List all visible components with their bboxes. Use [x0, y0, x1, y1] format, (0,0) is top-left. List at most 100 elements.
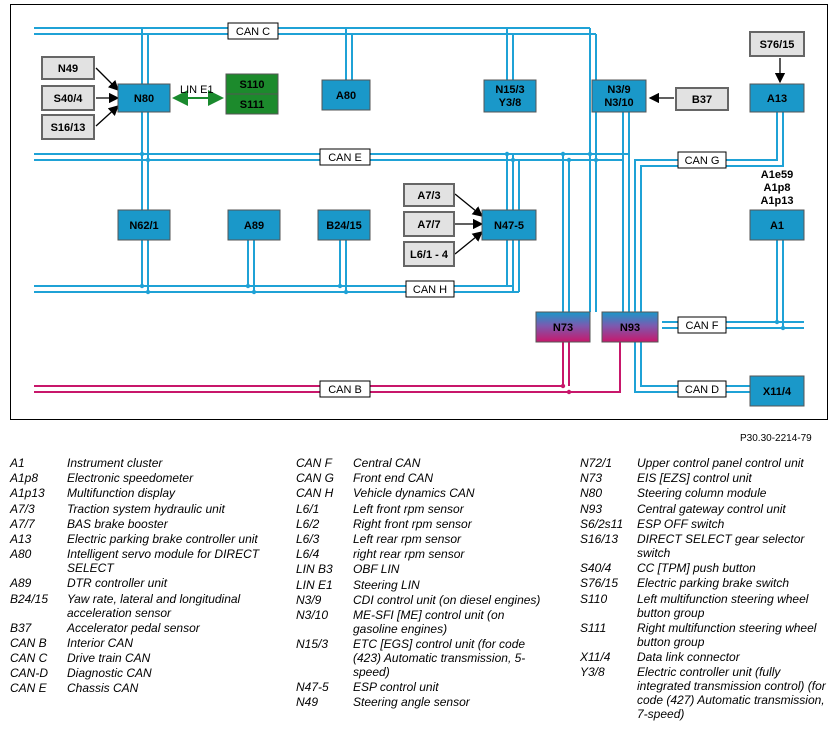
can-b-dots	[560, 383, 572, 395]
svg-text:S40/4: S40/4	[54, 93, 84, 105]
legend-description: Central gateway control unit	[637, 501, 786, 516]
node-b24-15: B24/15	[317, 209, 371, 241]
svg-text:CAN F: CAN F	[686, 320, 719, 332]
legend-description: Steering column module	[637, 486, 767, 501]
legend-code: S110	[580, 591, 608, 606]
legend-code: S16/13	[580, 531, 619, 546]
legend-row: CAN H Vehicle dynamics CAN	[296, 486, 543, 500]
svg-text:A89: A89	[244, 220, 264, 232]
legend-description: DTR controller unit	[67, 576, 168, 591]
legend-code: S111	[580, 620, 607, 635]
legend-description: Steering angle sensor	[353, 695, 470, 710]
legend-code: A1	[10, 456, 25, 470]
legend-row: A89 DTR controller unit	[10, 576, 277, 590]
reference-code: P30.30-2214-79	[740, 433, 812, 444]
a1-subcomponents: A1e59 A1p8 A1p13	[760, 169, 793, 207]
legend-row: S111 Right multifunction steering wheel b…	[580, 621, 829, 649]
svg-text:A1p8: A1p8	[764, 182, 791, 194]
legend-description: Right multifunction steering wheel butto…	[637, 620, 817, 649]
svg-text:N49: N49	[58, 63, 78, 75]
can-g-tag: CAN G	[677, 151, 727, 169]
legend-description: Steering LIN	[353, 577, 420, 592]
svg-text:N80: N80	[134, 93, 154, 105]
lin-e1-label: LIN E1	[180, 84, 214, 96]
node-x11-4: X11/4	[749, 375, 805, 407]
legend-code: N15/3	[296, 637, 329, 652]
legend-row: A13 Electric parking brake controller uni…	[10, 532, 277, 546]
node-n93: N93	[601, 311, 659, 343]
node-s76-15: S76/15	[749, 31, 805, 57]
legend-description: Front end CAN	[353, 471, 434, 486]
svg-text:A13: A13	[767, 93, 787, 105]
legend-row: L6/4 right rear rpm sensor	[296, 547, 543, 561]
legend-code: A13	[10, 531, 32, 546]
legend-description: Intelligent servo module for DIRECT SELE…	[67, 547, 260, 576]
legend-description: Electric parking brake controller unit	[67, 531, 258, 546]
legend-description: BAS brake booster	[67, 516, 168, 531]
svg-text:A1p13: A1p13	[760, 195, 793, 207]
svg-text:S111: S111	[240, 99, 264, 111]
legend-description: Left rear rpm sensor	[353, 531, 462, 546]
svg-text:N73: N73	[553, 322, 573, 334]
legend-code: L6/2	[296, 516, 320, 531]
svg-text:A80: A80	[336, 90, 356, 102]
svg-text:L6/1 - 4: L6/1 - 4	[410, 249, 449, 261]
legend-description: Vehicle dynamics CAN	[353, 486, 475, 501]
legend-description: Diagnostic CAN	[67, 666, 152, 681]
legend-code: S40/4	[580, 561, 612, 576]
svg-text:Y3/8: Y3/8	[499, 97, 522, 109]
legend-code: N73	[580, 471, 603, 486]
sensor-arrows	[95, 58, 786, 255]
legend-description: Drive train CAN	[67, 651, 151, 666]
node-n49: N49	[41, 56, 95, 80]
legend-description: ESP OFF switch	[637, 516, 725, 531]
legend-code: X11/4	[580, 649, 611, 664]
legend-code: N3/9	[296, 592, 322, 607]
can-d-tag: CAN D	[677, 380, 727, 398]
svg-text:CAN H: CAN H	[413, 284, 447, 296]
legend-code: CAN H	[296, 486, 334, 501]
svg-text:CAN B: CAN B	[328, 384, 362, 396]
legend-description: Yaw rate, lateral and longitudinal accel…	[67, 591, 241, 620]
legend-row: S6/2s11 ESP OFF switch	[580, 517, 829, 531]
legend-description: Chassis CAN	[67, 681, 139, 696]
svg-text:N47-5: N47-5	[494, 220, 524, 232]
node-n47-5: N47-5	[481, 209, 537, 241]
svg-text:N93: N93	[620, 322, 640, 334]
svg-text:X11/4: X11/4	[763, 386, 792, 398]
svg-text:N15/3: N15/3	[495, 84, 524, 96]
legend-code: S6/2s11	[580, 516, 624, 531]
svg-text:CAN C: CAN C	[236, 26, 270, 38]
legend-description: Accelerator pedal sensor	[67, 620, 200, 635]
node-a1: A1	[749, 209, 805, 241]
legend-code: L6/4	[296, 547, 320, 562]
legend-code: A89	[10, 576, 32, 591]
node-n73: N73	[535, 311, 591, 343]
svg-text:B24/15: B24/15	[326, 220, 361, 232]
svg-text:A1: A1	[770, 220, 784, 232]
legend-code: Y3/8	[580, 665, 605, 680]
legend-description: right rear rpm sensor	[353, 547, 465, 562]
legend-code: N72/1	[580, 456, 613, 470]
svg-text:N62/1: N62/1	[129, 220, 158, 232]
legend-description: Electric parking brake switch	[637, 576, 790, 591]
svg-text:B37: B37	[692, 94, 712, 106]
